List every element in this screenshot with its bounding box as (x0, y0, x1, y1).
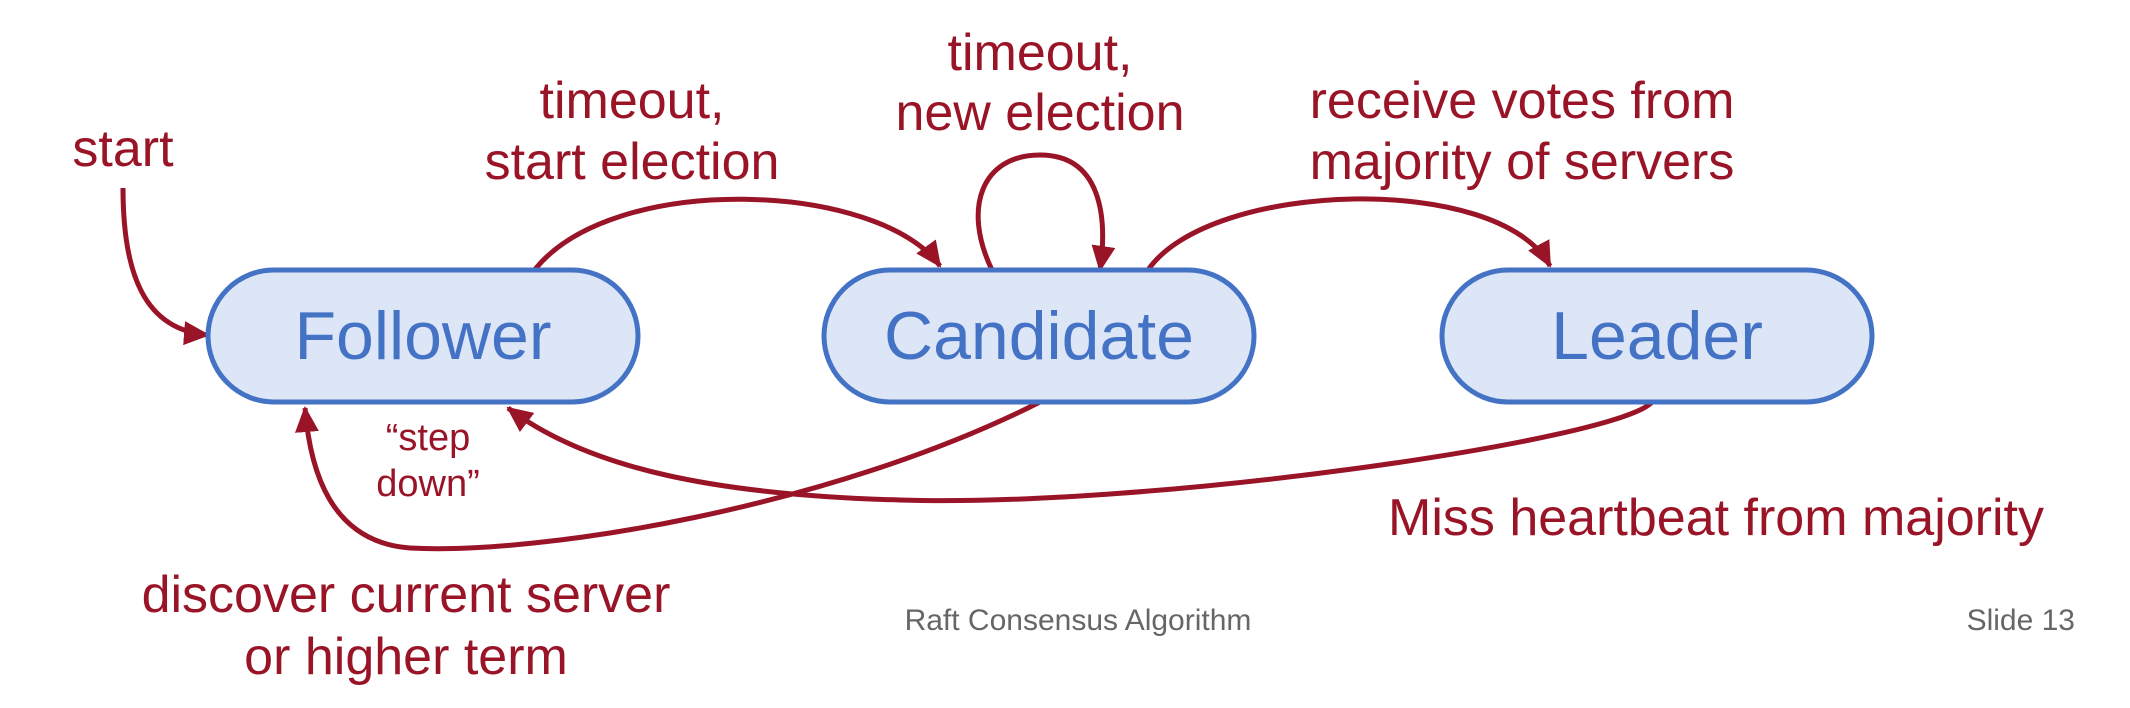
follower-to-candidate-label-line2: start election (485, 133, 780, 191)
candidate-to-leader-label-line2: majority of servers (1310, 133, 1735, 191)
follower-to-candidate-arrow (531, 196, 943, 274)
candidate-to-follower-arrow (294, 399, 1042, 552)
state-leader: Leader (1439, 267, 1875, 405)
state-leader-label: Leader (1551, 298, 1763, 374)
candidate-to-follower-label-line2: or higher term (244, 628, 568, 686)
candidate-self-label-line1: timeout, (948, 24, 1133, 82)
candidate-self-loop-arrow (975, 152, 1116, 272)
state-leader-shape (1439, 267, 1875, 405)
start-arrow (120, 187, 210, 346)
state-candidate-label: Candidate (884, 298, 1194, 374)
follower-to-candidate-label-line1: timeout, (540, 72, 725, 130)
leader-to-follower-label: Miss heartbeat from majority (1388, 489, 2044, 547)
candidate-to-leader-arrow (1145, 196, 1553, 272)
state-follower: Follower (205, 267, 641, 405)
state-candidate-shape (821, 267, 1257, 405)
candidate-self-label-line2: new election (895, 84, 1184, 142)
footer-title: Raft Consensus Algorithm (905, 604, 1252, 637)
state-follower-shape (205, 267, 641, 405)
start-label: start (72, 120, 174, 178)
leader-to-follower-arrow (506, 400, 1654, 504)
candidate-to-leader-label-line1: receive votes from (1310, 72, 1735, 130)
footer-slide-number: Slide 13 (1967, 604, 2075, 637)
step-down-label-line1: “step (386, 417, 470, 459)
state-follower-label: Follower (295, 298, 552, 374)
candidate-to-follower-label-line1: discover current server (142, 566, 671, 624)
step-down-label-line2: down” (376, 463, 480, 505)
state-candidate: Candidate (821, 267, 1257, 405)
